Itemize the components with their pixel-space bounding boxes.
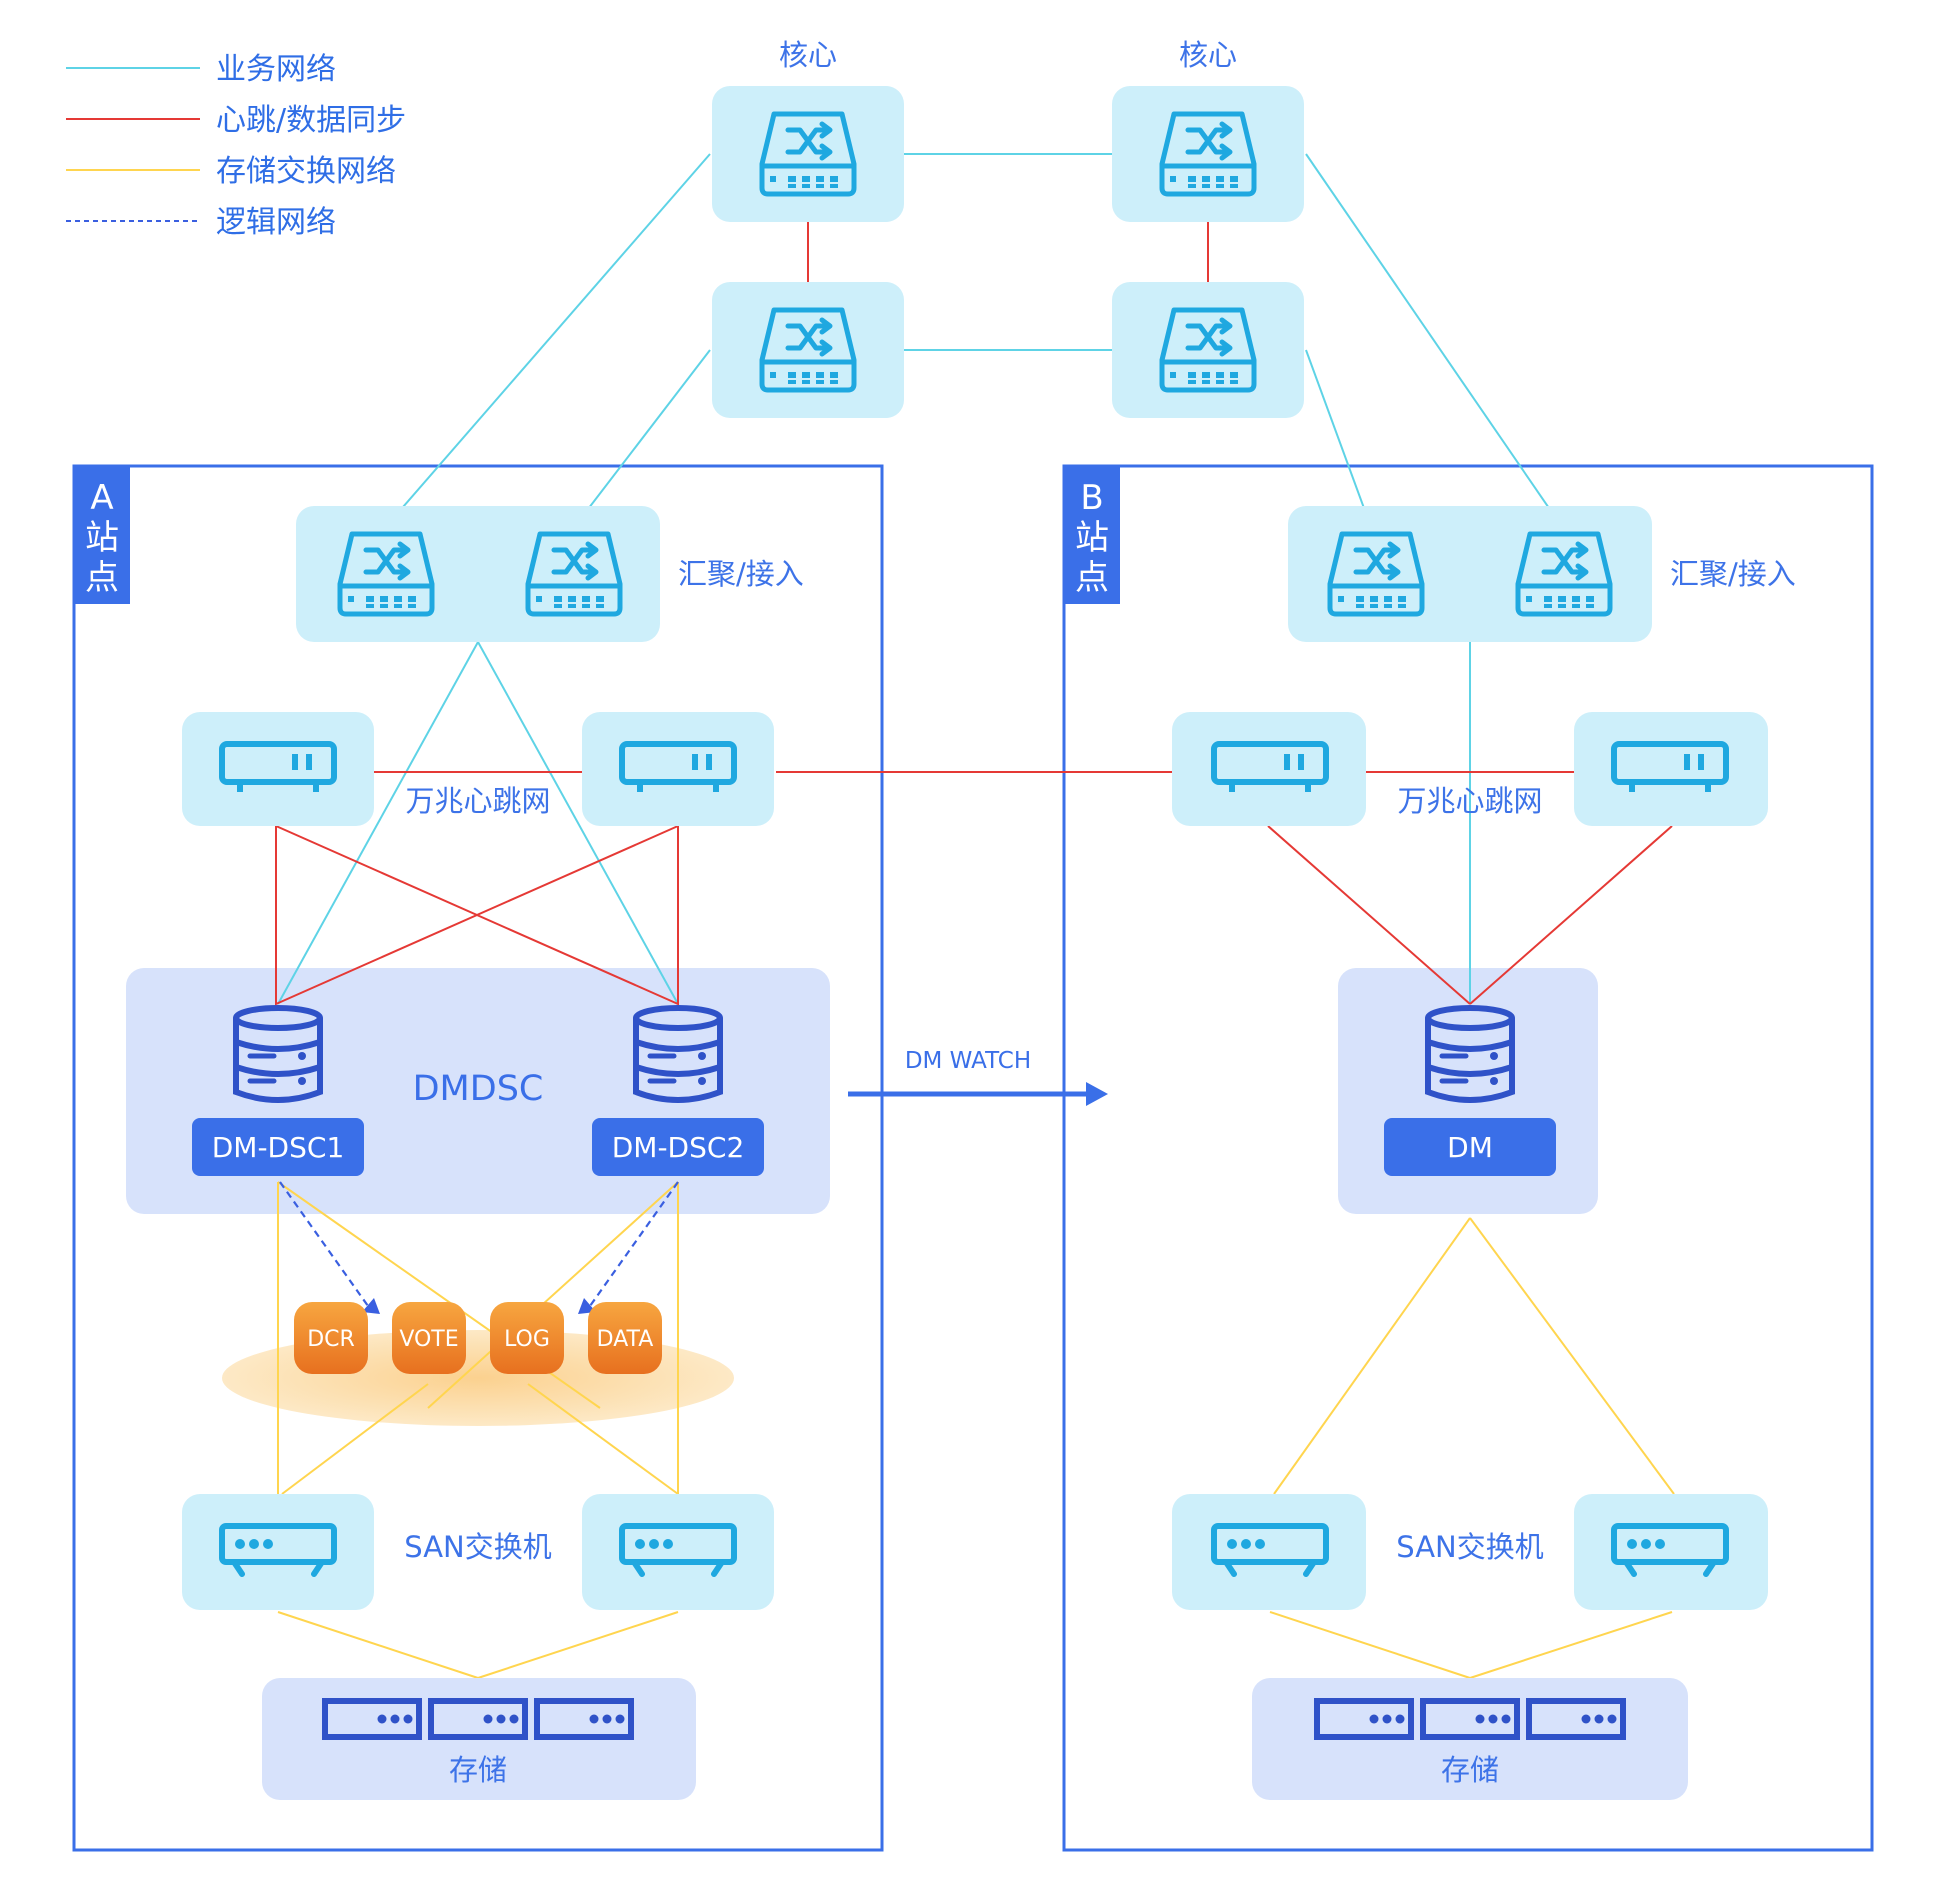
node-dm-dsc1-label: DM-DSC1 (212, 1131, 345, 1164)
site-a-agg-label: 汇聚/接入 (678, 557, 804, 591)
site-a-char-1: 站 (85, 518, 119, 558)
site-b-san-label: SAN交换机 (1396, 1530, 1543, 1564)
site-b-letter: B (1080, 478, 1103, 518)
site-a-hb-router-2-bg (582, 712, 774, 826)
site-a-san-label: SAN交换机 (404, 1530, 551, 1564)
disk-vote (392, 1302, 466, 1374)
site-b-char-1: 站 (1075, 518, 1109, 558)
disk-vote-label: VOTE (399, 1327, 458, 1352)
disk-log (490, 1302, 564, 1374)
core-label-left: 核心 (779, 38, 837, 72)
dm-standby-panel (1338, 968, 1598, 1214)
node-dm-dsc2-label: DM-DSC2 (612, 1131, 745, 1164)
disk-data (588, 1302, 662, 1374)
node-dm-dsc1-pill (192, 1118, 364, 1176)
node-dm-dsc2-pill (592, 1118, 764, 1176)
site-a-san-switch-1-bg (182, 1494, 374, 1610)
core-label-right: 核心 (1179, 38, 1237, 72)
site-a-hb-label: 万兆心跳网 (405, 784, 550, 818)
node-dm-pill (1384, 1118, 1556, 1176)
site-b-agg-switches-bg (1288, 506, 1652, 642)
core-switch-1-bg (712, 86, 904, 222)
legend-label-logical: 逻辑网络 (216, 205, 336, 240)
site-b-san-switch-2-bg (1574, 1494, 1768, 1610)
legend-label-heartbeat: 心跳/数据同步 (216, 103, 406, 138)
disk-dcr-label: DCR (307, 1327, 355, 1352)
site-b-char-2: 点 (1075, 558, 1109, 598)
site-a-san-switch-2-bg (582, 1494, 774, 1610)
arrow-right-icon (1086, 1082, 1108, 1106)
disk-data-label: DATA (597, 1327, 654, 1352)
core-switch-2-bg (1112, 86, 1304, 222)
site-b-hb-router-2-bg (1574, 712, 1768, 826)
site-a-storage-label: 存储 (449, 1753, 507, 1787)
legend-label-storage: 存储交换网络 (216, 154, 396, 189)
site-a-agg-switches-bg (296, 506, 660, 642)
site-b-hb-router-1-bg (1172, 712, 1366, 826)
site-a-hb-router-1-bg (182, 712, 374, 826)
dm-watch-label: DM WATCH (905, 1048, 1031, 1074)
links-business (277, 153, 1565, 1005)
site-b-storage-label: 存储 (1441, 1753, 1499, 1787)
site-b-agg-label: 汇聚/接入 (1670, 557, 1796, 591)
site-b-border (1062, 464, 1874, 1852)
node-dm-label: DM (1447, 1131, 1493, 1164)
site-a-char-2: 点 (85, 558, 119, 598)
site-a-tag (74, 466, 130, 604)
links-storage (277, 1181, 1675, 1679)
disk-log-label: LOG (504, 1327, 550, 1352)
dmdsc-cluster-label: DMDSC (413, 1069, 544, 1109)
site-a-border (72, 464, 884, 1852)
disk-dcr (294, 1302, 368, 1374)
logical-arrowhead-left (362, 1298, 380, 1314)
site-b-tag (1064, 466, 1120, 604)
core-switch-3-bg (712, 282, 904, 418)
legend: 业务网络 心跳/数据同步 存储交换网络 逻辑网络 (66, 52, 406, 240)
site-b-hb-label: 万兆心跳网 (1397, 784, 1542, 818)
site-b-san-switch-1-bg (1172, 1494, 1366, 1610)
site-a-letter: A (90, 478, 113, 518)
core-switch-4-bg (1112, 282, 1304, 418)
links-logical (279, 1181, 679, 1307)
legend-label-business: 业务网络 (216, 52, 336, 87)
